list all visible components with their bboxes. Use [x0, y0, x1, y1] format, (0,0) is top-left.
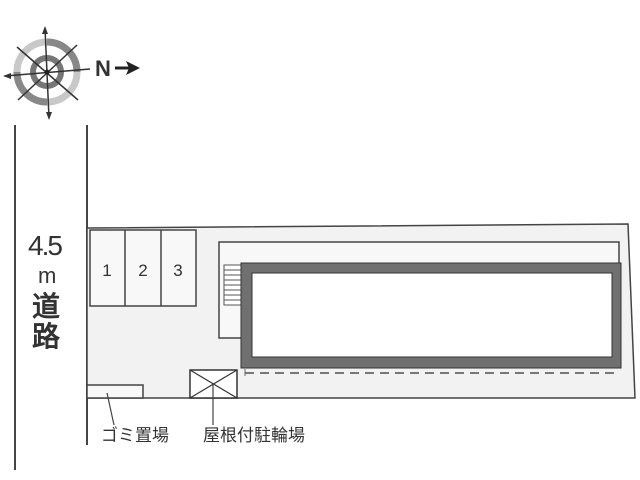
garbage-area-label: ゴミ置場 — [101, 426, 169, 446]
building-interior — [251, 272, 613, 358]
north-arrow-icon — [126, 61, 140, 75]
road-width-value: 4.5 — [28, 230, 63, 261]
parking-slot-1: 1 — [102, 261, 112, 280]
road-label-char-2: 路 — [31, 320, 60, 353]
road-width-unit: m — [38, 263, 57, 288]
stairs-icon — [223, 264, 242, 306]
parking-area — [89, 229, 197, 307]
bicycle-parking-label: 屋根付駐輪場 — [203, 426, 305, 446]
compass-icon — [3, 26, 91, 120]
parking-slot-3: 3 — [173, 261, 183, 280]
north-label: N — [95, 56, 111, 81]
road-label-char-1: 道 — [31, 290, 60, 323]
garbage-area — [86, 384, 144, 399]
parking-slot-2: 2 — [138, 261, 148, 280]
